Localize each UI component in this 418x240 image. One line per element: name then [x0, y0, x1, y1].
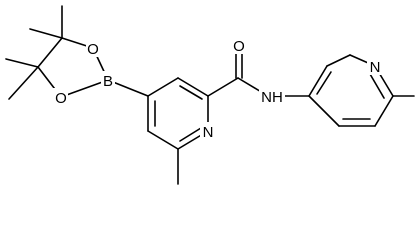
atom-amide-nh: NH [259, 87, 285, 106]
bond [369, 73, 385, 99]
bond [374, 95, 394, 127]
bond [60, 79, 109, 98]
atom-pyridine-nitrogen-right: N [367, 57, 382, 76]
bond [316, 71, 332, 95]
amide-nh-label: NH [261, 89, 283, 106]
carbonyl-oxygen-label: O [233, 38, 245, 55]
atom-pyridine-nitrogen-left: N [200, 122, 215, 141]
pyridine-nitrogen-right-label: N [370, 59, 381, 76]
bond [29, 28, 63, 39]
bond [207, 77, 239, 97]
bond [5, 58, 39, 68]
bond [308, 65, 328, 97]
structure-diagram: B O O N O NH N [5, 5, 415, 185]
pyridine-nitrogen-left-label: N [203, 124, 214, 141]
atom-carbonyl-oxygen: O [231, 36, 246, 55]
bond [326, 54, 351, 67]
atom-labels: B O O N O NH N [53, 36, 382, 141]
structure-svg: B O O N O NH N [5, 5, 415, 185]
ester-oxygen-top-label: O [87, 41, 99, 58]
bond [147, 130, 179, 150]
atom-ester-oxygen-bottom: O [53, 88, 68, 107]
bond [179, 85, 203, 100]
bond [37, 37, 63, 68]
bond [177, 77, 209, 97]
bond [147, 77, 179, 97]
bond [308, 95, 340, 127]
atom-ester-oxygen-top: O [86, 39, 101, 58]
bond [8, 66, 39, 100]
atom-boron: B [101, 71, 115, 90]
boron-label: B [103, 73, 113, 90]
bond [179, 127, 202, 142]
ester-oxygen-bottom-label: O [55, 90, 67, 107]
